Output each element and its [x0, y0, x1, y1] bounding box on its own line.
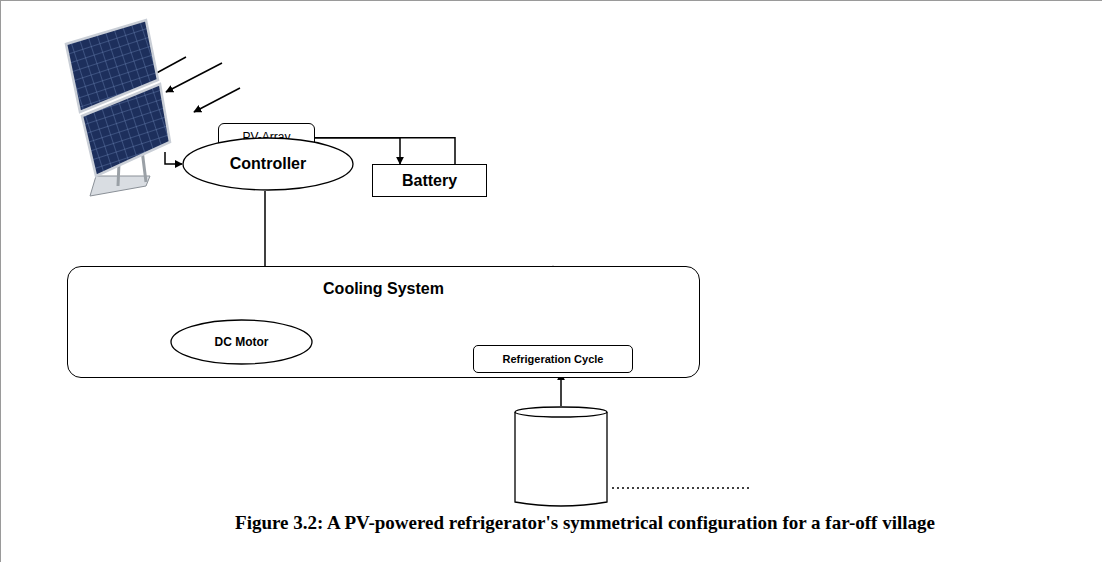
panel-stand [90, 176, 150, 196]
ellipse-outline [183, 138, 353, 190]
ellipse-outline [171, 320, 312, 364]
tank-cylinder [515, 412, 607, 506]
dotted-line [612, 487, 750, 488]
sun-ray [194, 88, 240, 112]
solar-panel [82, 84, 170, 176]
controller-ellipse: Controller [182, 137, 354, 191]
connector-arrow [165, 152, 182, 164]
node-text: Refrigeration Cycle [503, 353, 604, 365]
node-text: DC Motor [215, 335, 269, 349]
system-band: Cooling System DC MotorRefrigeration Cycl… [67, 266, 700, 378]
figure-caption: Figure 3.2: A PV-powered refrigerator's … [68, 512, 1102, 534]
node-text: Controller [230, 155, 306, 173]
node-text: Battery [402, 172, 457, 190]
motor-ellipse: DC Motor [170, 319, 313, 365]
tank-cylinder-top [515, 407, 607, 417]
process-box: Refrigeration Cycle [473, 345, 633, 373]
battery-box: Battery [372, 164, 487, 197]
sun-ray [166, 63, 222, 92]
node-text: Cooling System [68, 280, 699, 298]
